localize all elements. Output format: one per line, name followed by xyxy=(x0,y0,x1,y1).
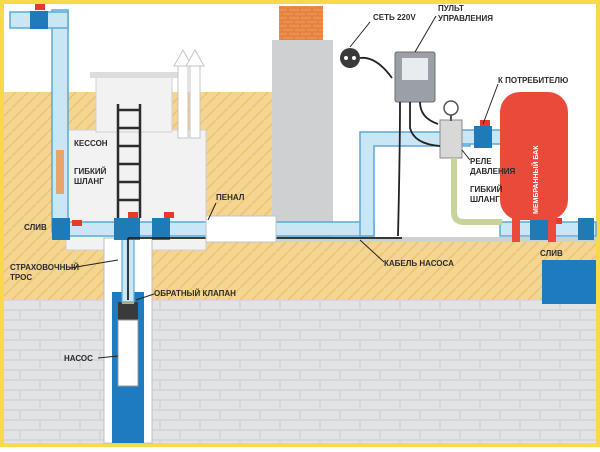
valve-caisson-left xyxy=(52,218,82,240)
leader-pump xyxy=(97,355,119,359)
valve-consumer xyxy=(474,120,492,148)
control-panel xyxy=(394,51,436,103)
caisson-ladder xyxy=(116,104,142,218)
label-flex-hose-2: ШЛАНГ xyxy=(74,177,104,186)
membrane-tank xyxy=(500,92,568,242)
pump-body xyxy=(118,302,138,320)
label-safety-rope-1: СТРАХОВОЧНЫЙ xyxy=(10,263,79,272)
valve-left-top xyxy=(30,4,48,29)
valve-caisson-mid xyxy=(114,212,140,240)
brick-layer xyxy=(4,300,596,443)
leader-pump-cable xyxy=(359,239,385,263)
label-to-consumer: К ПОТРЕБИТЕЛЮ xyxy=(498,76,568,85)
label-flex-hose-right-1: ГИБКИЙ xyxy=(470,185,503,194)
label-casing: ПЕНАЛ xyxy=(216,193,245,202)
valve-caisson-right xyxy=(152,212,174,240)
leader-safety-rope xyxy=(69,259,119,269)
pressure-relay xyxy=(439,100,463,159)
leader-network xyxy=(349,21,371,48)
label-membrane-tank: МЕМБРАННЫЙ БАК xyxy=(531,145,540,214)
flex-hose-right xyxy=(451,158,502,225)
label-pump: НАСОС xyxy=(64,354,93,363)
label-flex-hose-1: ГИБКИЙ xyxy=(74,167,107,176)
power-socket xyxy=(340,48,360,68)
label-drain-right: СЛИВ xyxy=(540,249,563,258)
label-flex-hose-right-2: ШЛАНГ xyxy=(470,195,500,204)
leader-check-valve xyxy=(135,293,155,301)
label-caisson: КЕССОН xyxy=(74,139,108,148)
leader-control-panel xyxy=(414,15,437,53)
label-network: СЕТЬ 220V xyxy=(373,13,416,22)
label-pump-cable: КАБЕЛЬ НАСОСА xyxy=(384,259,454,268)
water-reservoir xyxy=(542,260,596,304)
caisson-neck xyxy=(95,73,173,133)
label-control-panel-2: УПРАВЛЕНИЯ xyxy=(438,14,493,23)
caisson-lid xyxy=(90,72,178,78)
label-check-valve: ОБРАТНЫЙ КЛАПАН xyxy=(154,289,236,298)
label-safety-rope-2: ТРОС xyxy=(10,273,32,282)
valve-drain-right xyxy=(530,218,594,240)
leader-casing xyxy=(207,202,217,221)
leader-to-consumer xyxy=(482,83,499,125)
chimney xyxy=(279,6,323,40)
leader-pressure-relay xyxy=(461,149,471,161)
label-pressure-relay-2: ДАВЛЕНИЯ xyxy=(470,167,516,176)
label-drain-left: СЛИВ xyxy=(24,223,47,232)
casing-pipe xyxy=(205,215,277,243)
label-pressure-relay-1: РЕЛЕ xyxy=(470,157,492,166)
label-control-panel-1: ПУЛЬТ xyxy=(438,4,464,13)
pump-motor xyxy=(117,319,139,387)
vent-pipe xyxy=(173,48,205,139)
